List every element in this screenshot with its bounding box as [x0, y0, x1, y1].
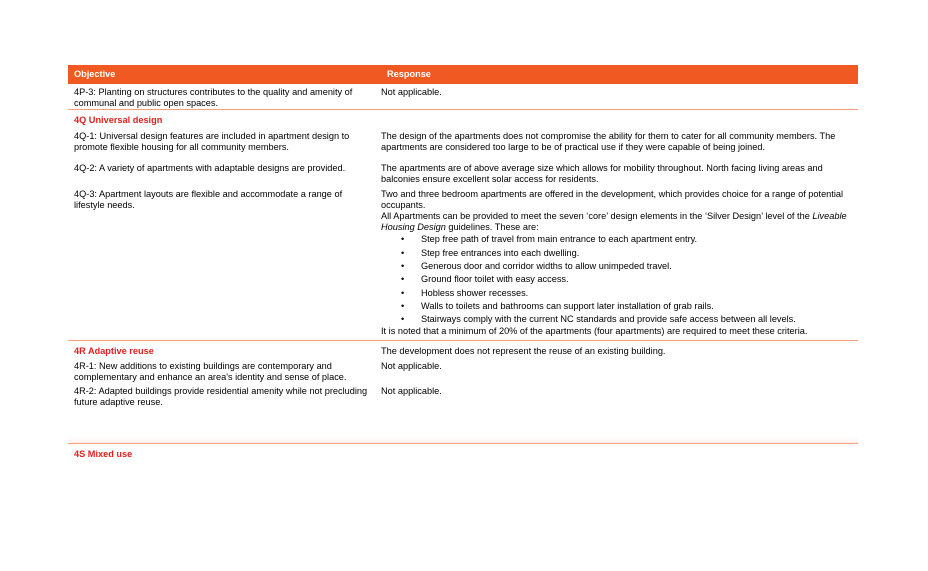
list-item: •Generous door and corridor widths to al…	[401, 260, 672, 271]
objectives-table: Objective Response 4P-3: Planting on str…	[68, 65, 858, 461]
response-cell: Two and three bedroom apartments are off…	[381, 189, 858, 337]
response-cell: The design of the apartments does not co…	[381, 131, 836, 152]
response-paragraph: It is noted that a minimum of 20% of the…	[381, 326, 808, 337]
bullet-icon: •	[401, 274, 405, 285]
objective-cell: 4Q-2: A variety of apartments with adapt…	[74, 163, 346, 173]
header-response: Response	[387, 69, 431, 80]
response-cell: Not applicable.	[381, 87, 442, 97]
list-item: •Stairways comply with the current NC st…	[401, 314, 796, 325]
spacer-band	[68, 421, 858, 443]
section-title: 4S Mixed use	[74, 448, 133, 459]
table-row-4p-3: 4P-3: Planting on structures contributes…	[68, 84, 858, 109]
response-paragraph: All Apartments can be provided to meet t…	[381, 211, 847, 232]
section-heading-4q: 4Q Universal design	[68, 113, 858, 127]
guideline-name: Liveable Housing Design	[381, 211, 847, 232]
table-row-4r-2: 4R-2: Adapted buildings provide resident…	[68, 386, 858, 422]
divider	[68, 442, 858, 444]
list-item: •Step free entrances into each dwelling.	[401, 247, 580, 258]
response-cell: The apartments are of above average size…	[381, 163, 823, 184]
list-item: •Hobless shower recesses.	[401, 287, 529, 298]
divider	[68, 339, 858, 341]
header-objective: Objective	[74, 69, 116, 80]
bullet-icon: •	[401, 300, 405, 311]
table-row-4r-1: 4R-1: New additions to existing building…	[68, 361, 858, 386]
table-row-4q-3: 4Q-3: Apartment layouts are flexible and…	[68, 189, 858, 337]
list-item: •Walls to toilets and bathrooms can supp…	[401, 300, 714, 311]
objective-cell: 4P-3: Planting on structures contributes…	[74, 87, 353, 108]
bullet-icon: •	[401, 314, 405, 325]
bullet-icon: •	[401, 260, 405, 271]
objective-cell: 4Q-3: Apartment layouts are flexible and…	[74, 189, 343, 210]
bullet-icon: •	[401, 234, 405, 245]
objective-cell: 4Q-1: Universal design features are incl…	[74, 131, 350, 152]
table-row-4q-2: 4Q-2: A variety of apartments with adapt…	[68, 163, 858, 189]
response-cell: Not applicable.	[381, 360, 442, 371]
section-heading-4r: 4R Adaptive reuse The development does n…	[68, 343, 858, 359]
table-row-4q-1: 4Q-1: Universal design features are incl…	[68, 131, 858, 163]
section-heading-4s: 4S Mixed use	[68, 447, 858, 461]
response-cell: Not applicable.	[381, 385, 442, 396]
table-header: Objective Response	[68, 65, 858, 84]
list-item: •Step free path of travel from main entr…	[401, 234, 698, 245]
list-item: •Ground floor toilet with easy access.	[401, 274, 569, 285]
section-title: 4R Adaptive reuse	[74, 345, 154, 356]
bullet-icon: •	[401, 247, 405, 258]
objective-cell: 4R-1: New additions to existing building…	[74, 360, 347, 382]
divider	[68, 109, 858, 110]
response-paragraph: Two and three bedroom apartments are off…	[381, 189, 844, 210]
design-elements-list: •Step free path of travel from main entr…	[381, 234, 854, 324]
section-title: 4Q Universal design	[74, 114, 163, 125]
bullet-icon: •	[401, 287, 405, 298]
objective-cell: 4R-2: Adapted buildings provide resident…	[74, 385, 368, 407]
response-cell: The development does not represent the r…	[381, 345, 666, 356]
